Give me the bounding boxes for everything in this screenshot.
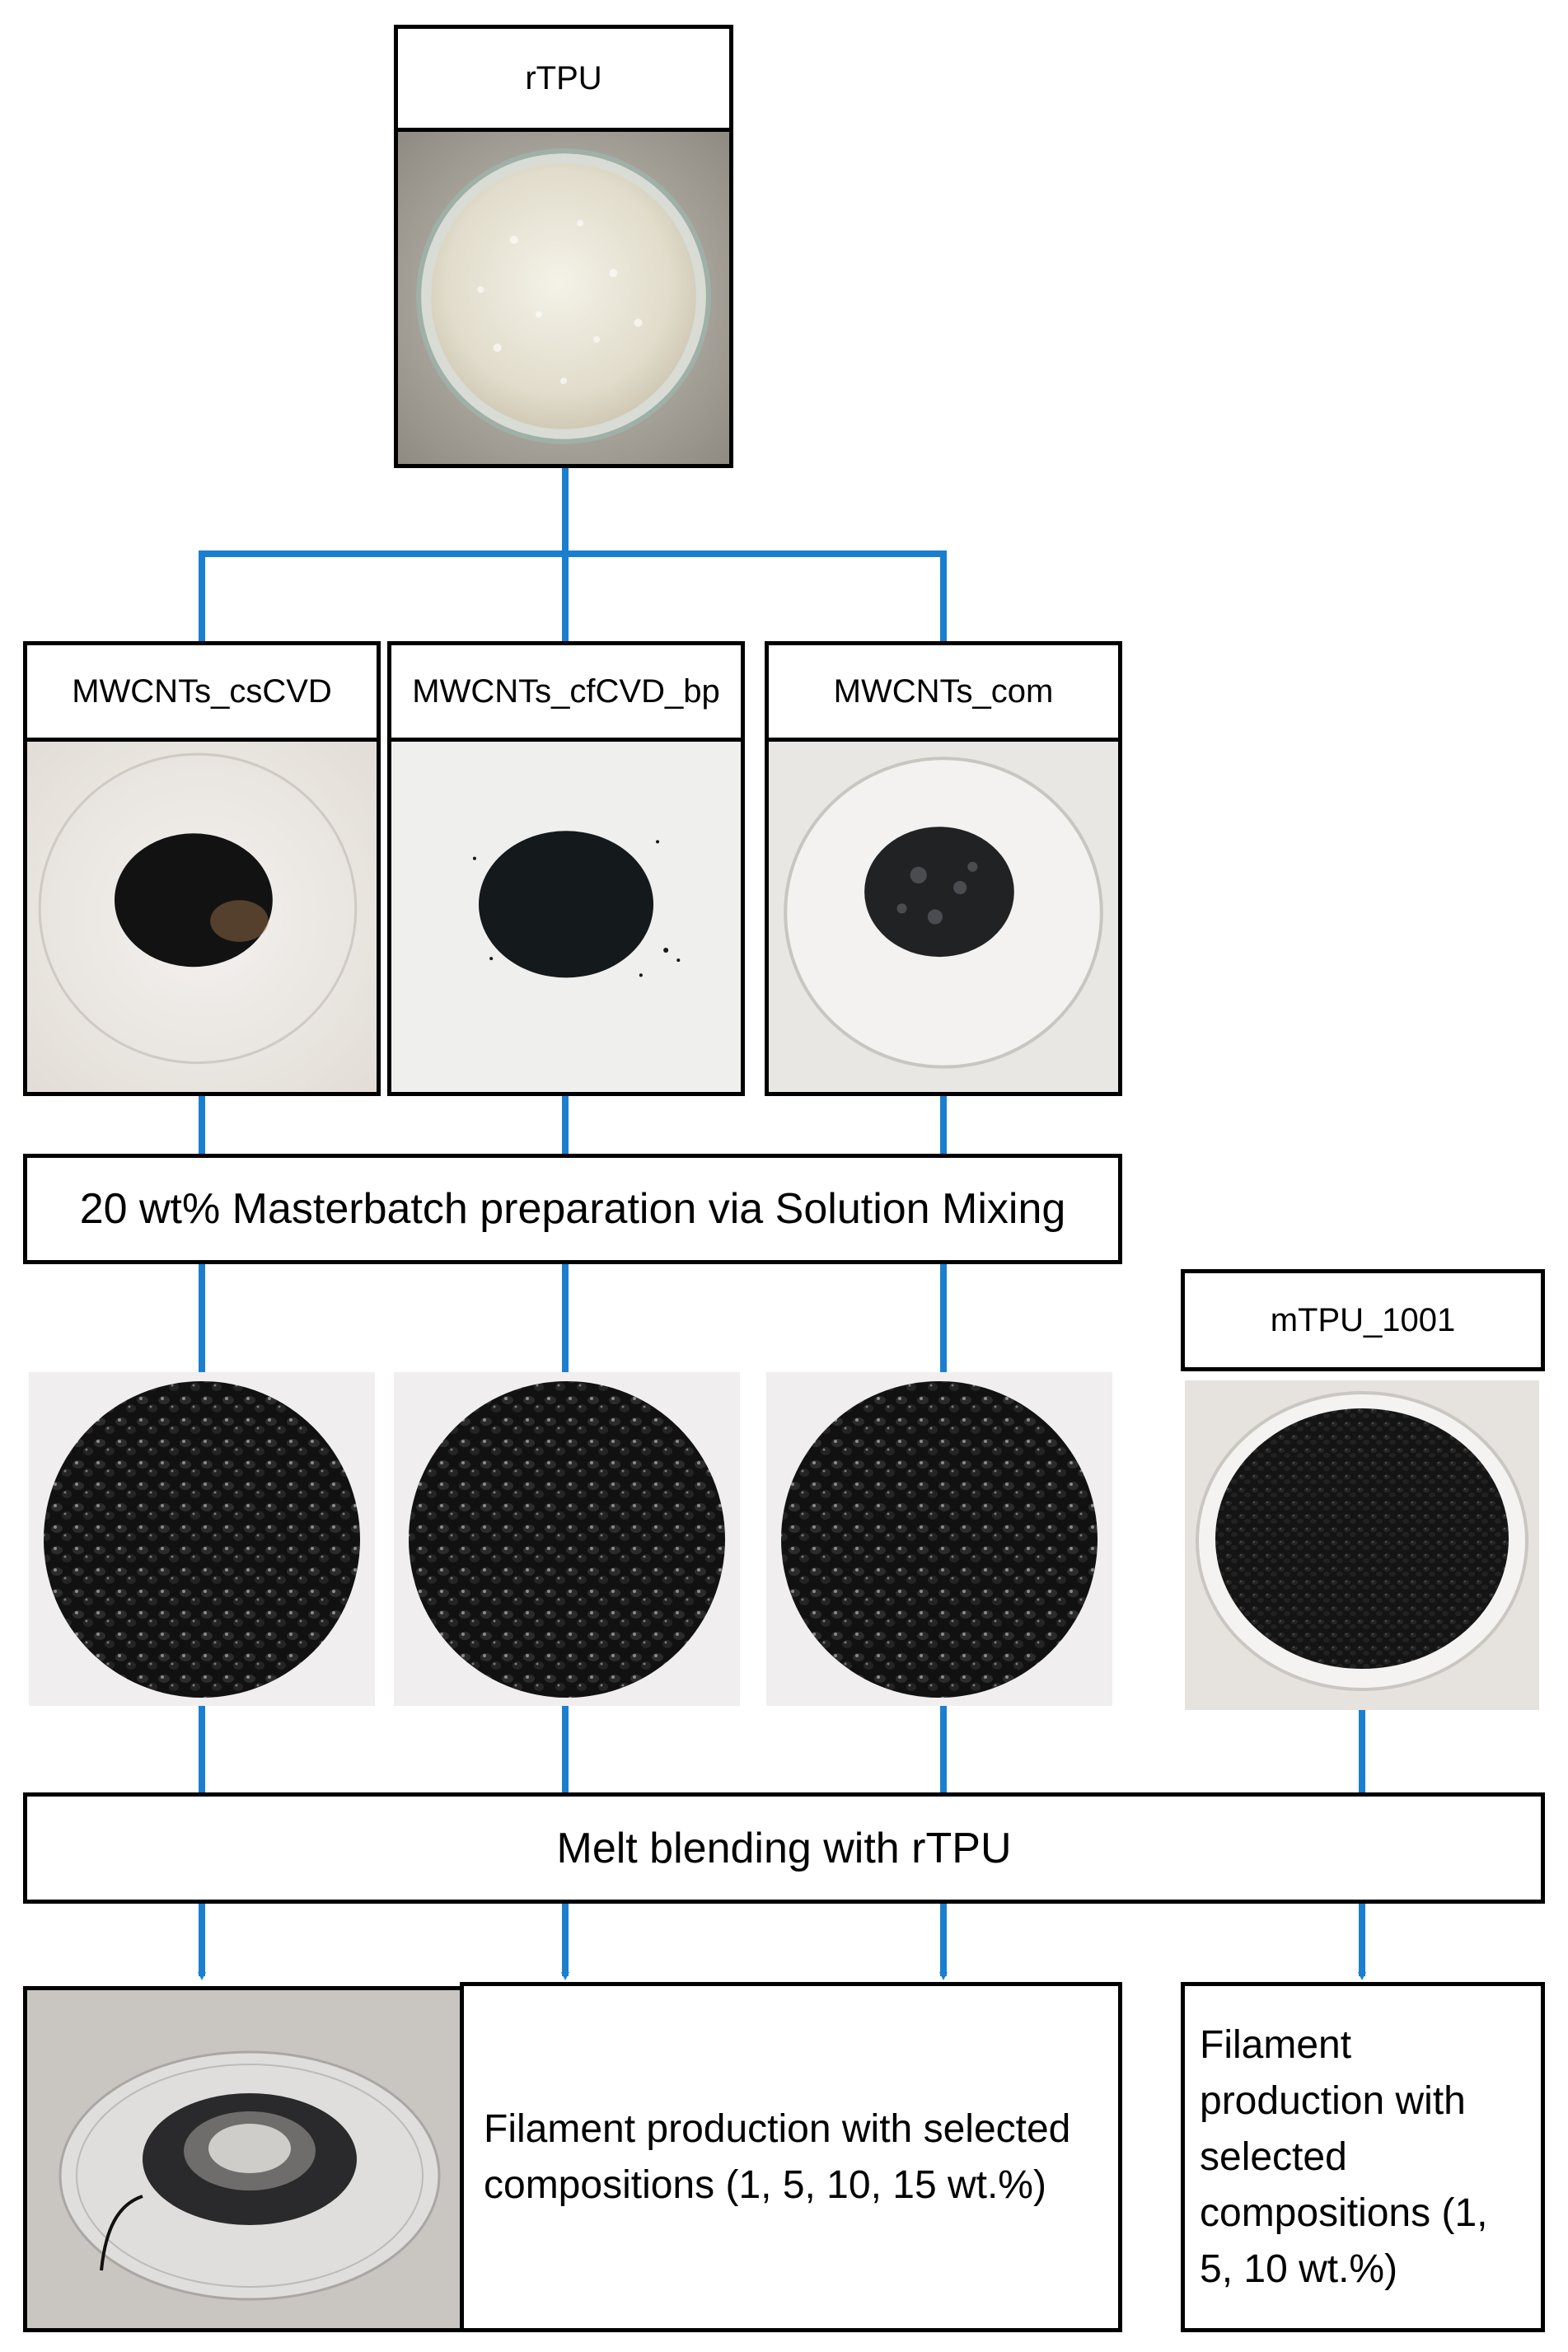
filler-label-box-com: MWCNTs_com <box>765 641 1122 742</box>
reference-pellets-photo <box>1185 1380 1539 1710</box>
filament-spool-photo <box>23 1986 464 2332</box>
filament-production-main-text: Filament production with selected compos… <box>484 2106 1071 2207</box>
reference-label: mTPU_1001 <box>1270 1301 1456 1338</box>
filler-photo-cscvd <box>23 738 381 1096</box>
melt-blending-step: Melt blending with rTPU <box>23 1792 1545 1904</box>
masterbatch-pellets-com-photo <box>766 1372 1112 1706</box>
rtpu-label: rTPU <box>525 59 602 96</box>
filament-production-main: Filament production with selected compos… <box>460 1982 1122 2332</box>
filler-label-cscvd: MWCNTs_csCVD <box>72 672 332 710</box>
masterbatch-label: 20 wt% Masterbatch preparation via Solut… <box>79 1185 1066 1233</box>
reference-label-box: mTPU_1001 <box>1181 1269 1545 1371</box>
filler-photo-com <box>765 738 1122 1096</box>
rtpu-photo <box>394 128 733 468</box>
filler-label-com: MWCNTs_com <box>833 672 1054 710</box>
filler-label-box-cfcvd-bp: MWCNTs_cfCVD_bp <box>387 641 745 742</box>
filament-production-reference: Filament production with selected compos… <box>1181 1982 1545 2332</box>
filler-photo-cfcvd-bp <box>387 738 745 1096</box>
masterbatch-pellets-cscvd-photo <box>29 1372 375 1706</box>
masterbatch-pellets-cfcvd-bp-photo <box>394 1372 740 1706</box>
melt-blending-label: Melt blending with rTPU <box>556 1824 1012 1872</box>
masterbatch-step: 20 wt% Masterbatch preparation via Solut… <box>23 1154 1122 1264</box>
filler-label-cfcvd-bp: MWCNTs_cfCVD_bp <box>412 672 720 710</box>
rtpu-label-box: rTPU <box>394 25 733 132</box>
filler-label-box-cscvd: MWCNTs_csCVD <box>23 641 381 742</box>
filament-production-reference-text: Filament production with selected compos… <box>1200 2022 1488 2291</box>
